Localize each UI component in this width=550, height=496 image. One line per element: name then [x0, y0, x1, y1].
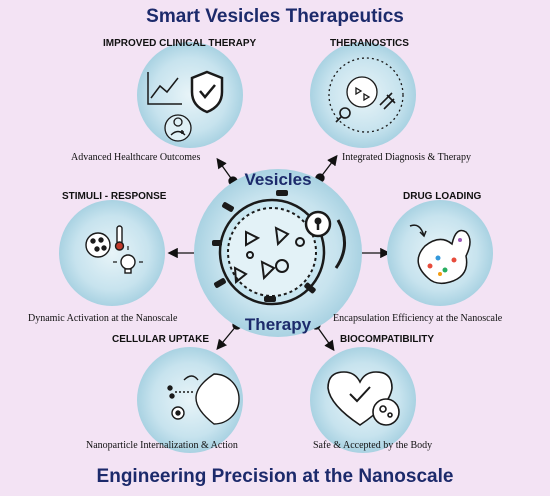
uptake-heading: CELLULAR UPTAKE [112, 334, 210, 345]
uptake-caption: Nanoparticle Internalization & Action [86, 440, 238, 451]
page-title: Smart Vesicles Therapeutics [146, 6, 404, 27]
shield-check-icon [190, 70, 224, 114]
page-subtitle: Engineering Precision at the Nanoscale [96, 466, 454, 487]
magnifier-icon [335, 107, 351, 123]
center-label-top: Vesicles [244, 170, 312, 189]
theranostics-caption: Integrated Diagnosis & Therapy [342, 152, 471, 163]
biocompat-caption: Safe & Accepted by the Body [313, 440, 433, 451]
center-label-bottom: Therapy [244, 315, 312, 334]
stimuli-caption: Dynamic Activation at the Nanoscale [28, 313, 178, 324]
vesicle-loading-icon [409, 224, 471, 285]
thermometer-icon [114, 225, 125, 251]
heart-check-icon [327, 371, 400, 426]
lightbulb-icon [113, 246, 143, 274]
trend-chart-icon [147, 72, 182, 105]
drug-heading: DRUG LOADING [403, 191, 482, 202]
clinical-circle [137, 42, 243, 148]
drug-caption: Encapsulation Efficiency at the Nanoscal… [333, 313, 503, 324]
theranostics-heading: THERANOSTICS [330, 38, 409, 49]
biocompat-heading: BIOCOMPATIBILITY [340, 334, 435, 345]
stimuli-heading: STIMULI - RESPONSE [62, 191, 167, 202]
particles-dish-icon [85, 232, 111, 258]
syringe-icon [379, 92, 396, 110]
doctor-icon [164, 114, 192, 142]
nanoparticle-icon [328, 57, 404, 133]
clinical-heading: IMPROVED CLINICAL THERAPY [103, 38, 257, 49]
stimuli-circle [59, 200, 165, 306]
cell-uptake-icon [167, 373, 240, 425]
clinical-caption: Advanced Healthcare Outcomes [71, 152, 201, 163]
vesicle-icon [212, 190, 346, 306]
